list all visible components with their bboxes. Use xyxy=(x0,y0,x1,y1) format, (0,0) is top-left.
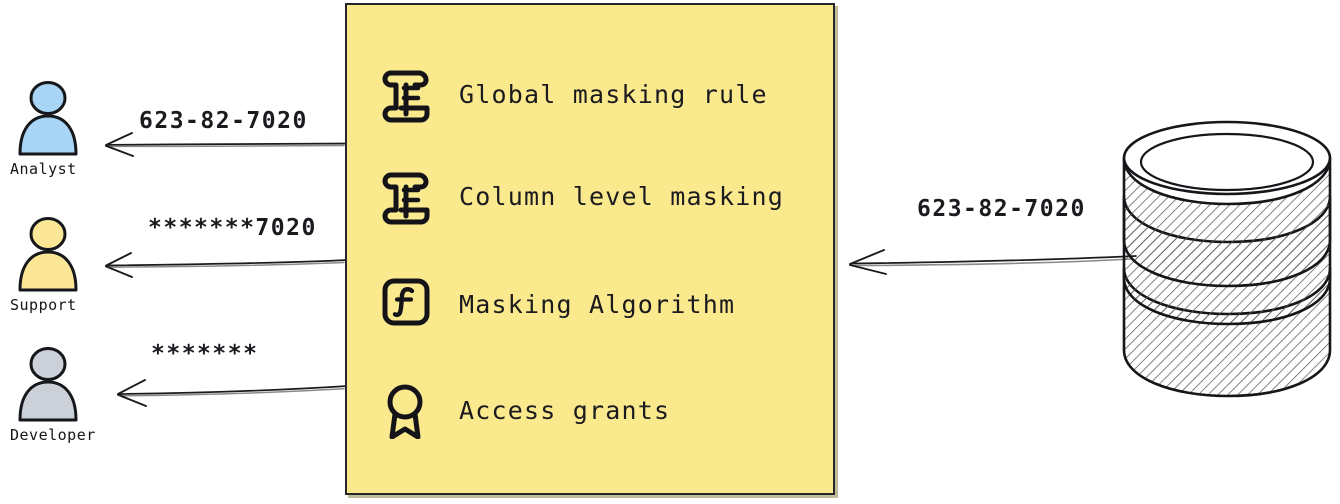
actor-label: Developer xyxy=(10,426,96,444)
award-ribbon-icon xyxy=(379,381,433,440)
arrow-to-developer xyxy=(117,379,349,407)
actor-label: Analyst xyxy=(10,160,77,178)
panel-row[interactable]: Global masking rule xyxy=(379,65,768,123)
person-icon xyxy=(10,78,86,158)
arrow-label-support: *******7020 xyxy=(148,215,317,241)
arrow-label-source: 623-82-7020 xyxy=(917,196,1086,222)
panel-row[interactable]: Masking Algorithm xyxy=(379,275,735,333)
person-icon xyxy=(10,214,86,294)
panel-row-label: Global masking rule xyxy=(459,79,768,109)
database-cylinder-icon xyxy=(1122,120,1332,398)
arrow-label-analyst: 623-82-7020 xyxy=(139,108,308,134)
actor-label: Support xyxy=(10,296,77,314)
arrow-from-database xyxy=(849,249,1137,275)
function-box-icon xyxy=(379,275,433,333)
masking-policy-panel: Global masking rule Column level masking xyxy=(345,3,835,495)
actor-analyst: Analyst xyxy=(6,78,106,178)
arrow-to-analyst xyxy=(105,132,349,157)
panel-row[interactable]: Column level masking xyxy=(379,167,784,225)
panel-row-label: Access grants xyxy=(459,395,671,425)
arrow-label-developer: ******* xyxy=(151,341,259,367)
panel-row[interactable]: Access grants xyxy=(379,381,671,440)
actor-support: Support xyxy=(6,214,106,314)
actor-developer: Developer xyxy=(6,344,106,444)
scroll-icon xyxy=(379,167,433,225)
person-icon xyxy=(10,344,86,424)
panel-row-label: Column level masking xyxy=(459,181,785,211)
scroll-icon xyxy=(379,65,433,123)
arrow-to-support xyxy=(105,252,349,278)
panel-row-label: Masking Algorithm xyxy=(459,289,736,319)
